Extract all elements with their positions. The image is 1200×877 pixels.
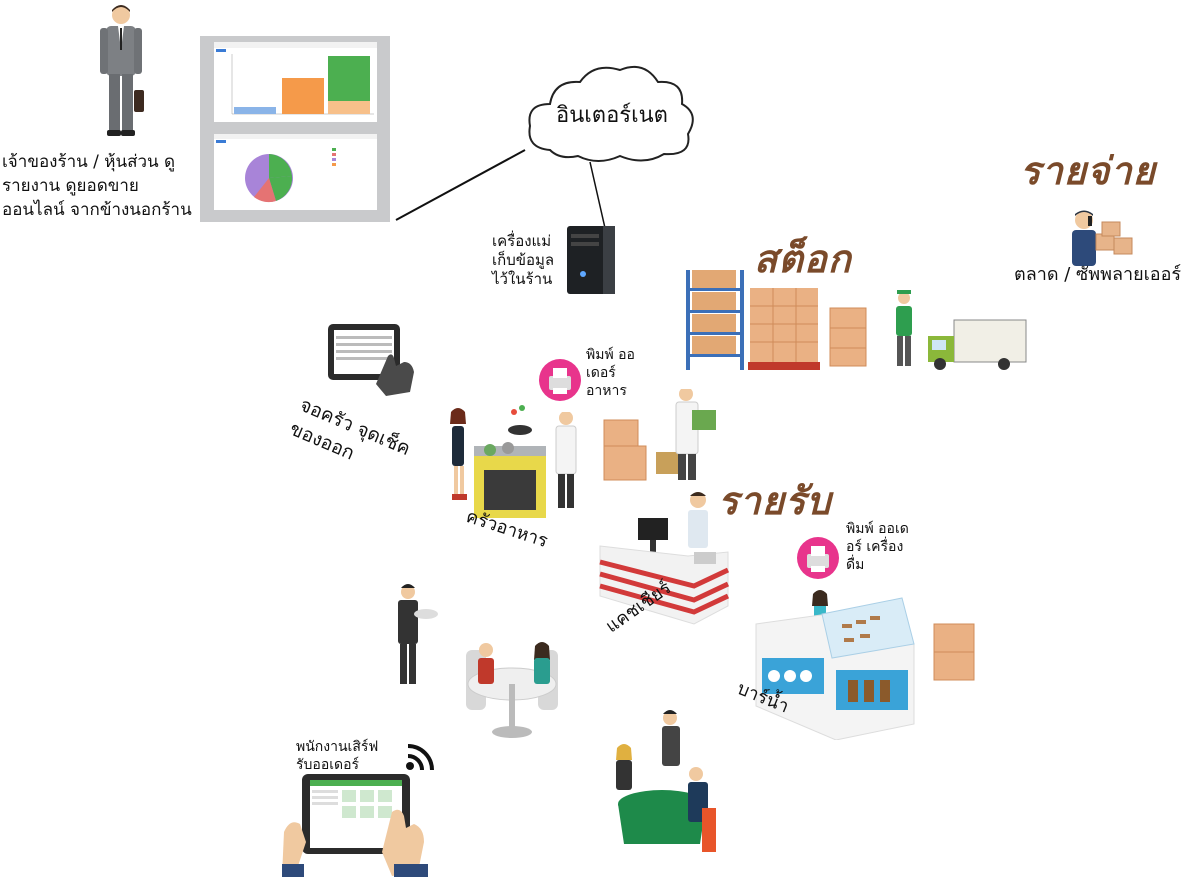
- cashier-counter-illustration: [598, 488, 730, 626]
- internet-label: อินเตอร์เนต: [556, 103, 668, 128]
- report-dashboard: [200, 36, 390, 222]
- owner-figure: [96, 2, 146, 138]
- kitchen-screen-tablet-icon: [326, 322, 418, 402]
- report-bar-chart: [214, 42, 377, 122]
- food-printer-icon: [538, 358, 582, 402]
- supplier-label: ตลาด / ซัพพลายเออร์: [1014, 264, 1182, 285]
- waiter-tablet-icon: [282, 772, 428, 877]
- drink-printer-icon: [796, 536, 840, 580]
- bar-illustration: [752, 584, 980, 740]
- wifi-icon: [404, 740, 440, 772]
- group-dinner-illustration: [604, 708, 720, 858]
- internet-cloud: อินเตอร์เนต: [520, 58, 700, 170]
- dining-scene-illustration: [384, 580, 584, 746]
- server-label: เครื่องแม่ เก็บข้อมูล ไว้ในร้าน: [492, 232, 555, 288]
- kitchen-illustration: [444, 404, 584, 524]
- supplier-person-icon: [1062, 208, 1134, 266]
- delivery-chef-illustration: [600, 384, 722, 484]
- waiter-label: พนักงานเสิร์ฟ รับออเดอร์: [296, 739, 379, 773]
- stock-warehouse-illustration: [684, 266, 1029, 374]
- owner-text: เจ้าของร้าน / หุ้นส่วน ดูรายงาน ดูยอดขาย…: [2, 152, 192, 220]
- drink-printer-label: พิมพ์ ออเดอร์ เครื่องดื่ม: [846, 521, 909, 573]
- report-pie-chart: [214, 134, 377, 210]
- income-title: รายรับ: [718, 479, 832, 523]
- expense-title: รายจ่าย: [1020, 149, 1156, 193]
- food-printer-label: พิมพ์ ออเดอร์ อาหาร: [586, 347, 635, 399]
- stock-title: สต็อก: [754, 237, 852, 281]
- server-icon: [563, 224, 619, 296]
